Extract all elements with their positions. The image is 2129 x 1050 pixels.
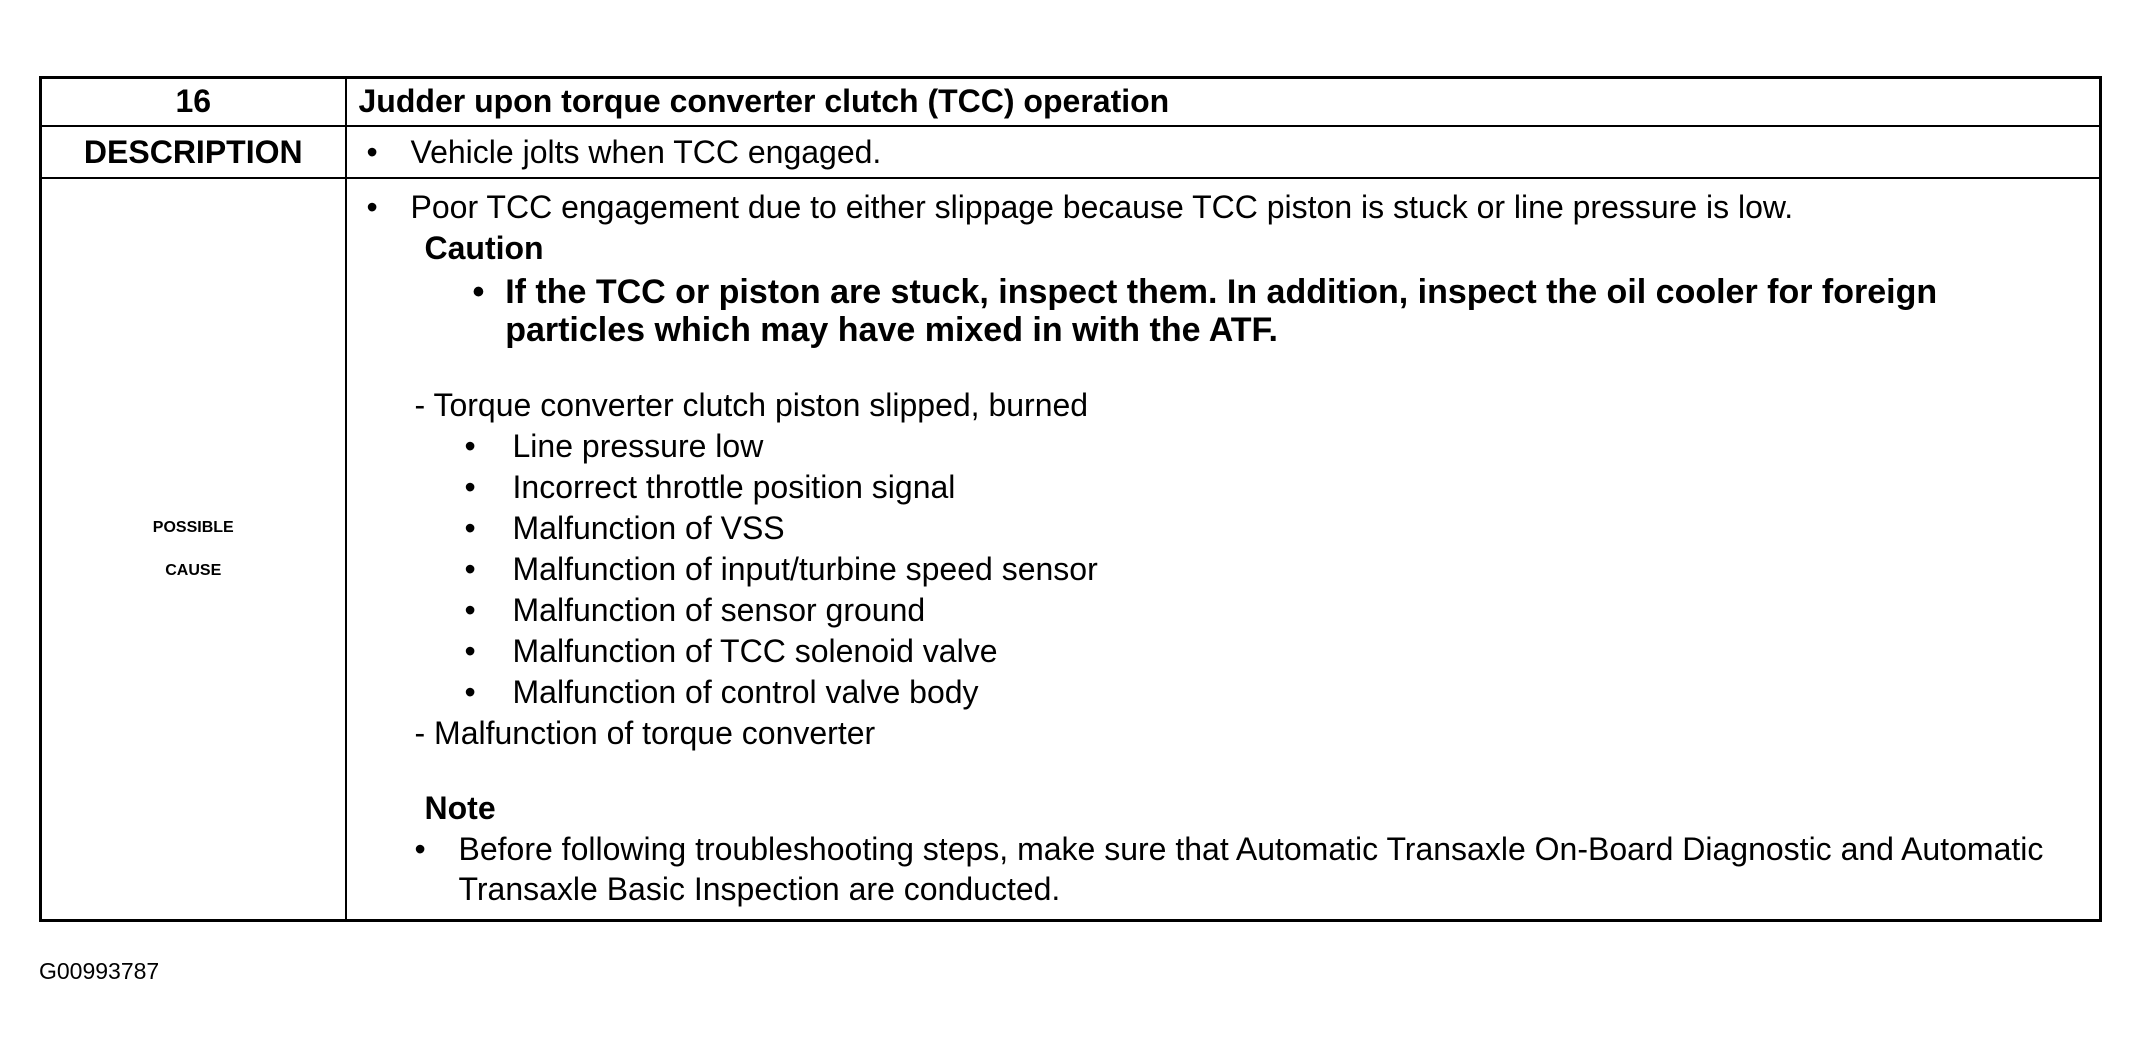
caution-heading: Caution [424, 230, 544, 266]
note-text: Before following troubleshooting steps, … [458, 831, 2044, 907]
list-item: • Malfunction of input/turbine speed sens… [465, 549, 2080, 590]
cause-sub-list: • Line pressure low • Incorrect throttle p… [367, 426, 2080, 713]
list-item-text: Malfunction of TCC solenoid valve [512, 633, 998, 669]
symptom-title: Judder upon torque converter clutch (TCC… [344, 76, 2102, 127]
note-item: • Before following troubleshooting steps… [367, 829, 2080, 909]
bullet-icon: • [464, 674, 476, 710]
list-item-text: Line pressure low [512, 428, 764, 464]
list-item-text: Incorrect throttle position signal [512, 469, 956, 505]
caution-text: If the TCC or piston are stuck, inspect … [505, 273, 1938, 349]
figure-code: G00993787 [39, 958, 160, 984]
list-item: • Malfunction of TCC solenoid valve [465, 631, 2080, 672]
cause-dash-item-2: - Malfunction of torque converter [414, 715, 876, 751]
list-item: • Incorrect throttle position signal [465, 467, 2080, 508]
description-text: Vehicle jolts when TCC engaged. [410, 134, 882, 170]
note-heading: Note [424, 790, 496, 826]
list-item-text: Malfunction of control valve body [512, 674, 979, 710]
bullet-icon: • [366, 134, 378, 170]
description-cell: • Vehicle jolts when TCC engaged. [344, 125, 2102, 179]
troubleshooting-table: 16 Judder upon torque converter clutch (… [39, 76, 2102, 922]
symptom-number: 16 [39, 76, 347, 127]
cause-main-text: Poor TCC engagement due to either slippa… [410, 189, 1794, 225]
list-item: • Malfunction of VSS [465, 508, 2080, 549]
list-item-text: Malfunction of input/turbine speed senso… [512, 551, 1098, 587]
possible-cause-row: POSSIBLE CAUSE • Poor TCC engagement due… [39, 177, 2102, 921]
bullet-icon: • [464, 592, 476, 628]
bullet-icon: • [464, 428, 476, 464]
bullet-icon: • [366, 189, 378, 225]
bullet-icon: • [414, 831, 426, 867]
list-item: • Line pressure low [465, 426, 2080, 467]
cause-main-item: • Poor TCC engagement due to either slip… [367, 187, 2080, 228]
caution-item: • If the TCC or piston are stuck, inspec… [367, 273, 2080, 349]
description-label: DESCRIPTION [39, 125, 347, 179]
possible-cause-label-line2: CAUSE [165, 561, 222, 579]
list-item: • Malfunction of sensor ground [465, 590, 2080, 631]
possible-cause-label: POSSIBLE CAUSE [39, 177, 347, 921]
troubleshooting-table-container: 16 Judder upon torque converter clutch (… [39, 76, 2102, 922]
possible-cause-cell: • Poor TCC engagement due to either slip… [344, 177, 2102, 921]
bullet-icon: • [472, 273, 485, 311]
bullet-icon: • [464, 469, 476, 505]
possible-cause-label-line1: POSSIBLE [152, 518, 234, 536]
cause-dash-item-1: - Torque converter clutch piston slipped… [414, 387, 1089, 423]
list-item-text: Malfunction of VSS [512, 510, 785, 546]
bullet-icon: • [464, 633, 476, 669]
description-item: • Vehicle jolts when TCC engaged. [367, 127, 2100, 177]
description-row: DESCRIPTION • Vehicle jolts when TCC eng… [39, 125, 2102, 179]
bullet-icon: • [464, 510, 476, 546]
header-row: 16 Judder upon torque converter clutch (… [39, 76, 2102, 127]
list-item: • Malfunction of control valve body [465, 672, 2080, 713]
list-item-text: Malfunction of sensor ground [512, 592, 926, 628]
bullet-icon: • [464, 551, 476, 587]
